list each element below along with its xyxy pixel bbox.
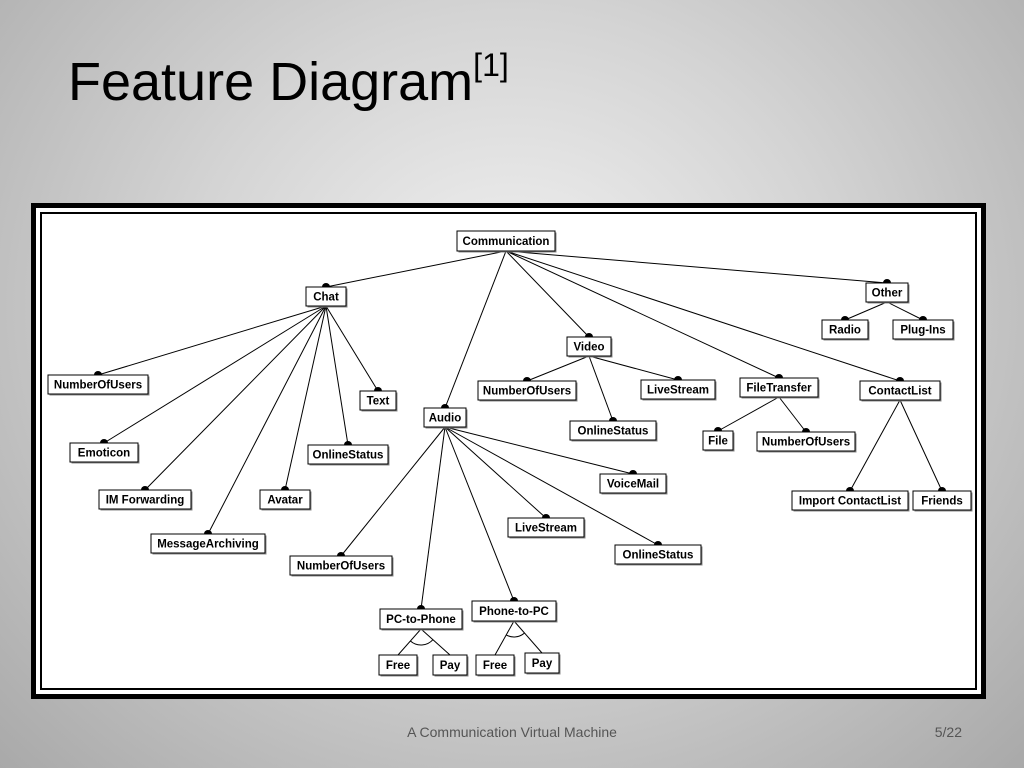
feature-label: PC-to-Phone [386, 614, 456, 626]
feature-node-filetransfer-numberofusers: NumberOfUsers [756, 431, 857, 453]
feature-label: LiveStream [647, 385, 709, 397]
feature-node-phone-to-pc-pay: Pay [524, 652, 561, 675]
slide-title: Feature Diagram[1] [68, 47, 509, 115]
feature-node-pc-to-phone: PC-to-Phone [379, 608, 464, 631]
feature-label: Free [386, 660, 410, 672]
page-number: 5/22 [934, 724, 962, 740]
alternative-group-arc-phone-to-pc [505, 632, 525, 638]
edge-audio-to-pc-to-phone [417, 426, 446, 613]
feature-label: OnlineStatus [623, 550, 694, 562]
feature-label: Audio [429, 413, 462, 425]
feature-node-audio-onlinestatus: OnlineStatus [614, 544, 703, 566]
feature-label: Video [573, 342, 604, 354]
slide-footer: A Communication Virtual Machine [407, 724, 617, 740]
edge-audio-to-audio-livestream [444, 426, 550, 522]
feature-node-video-onlinestatus: OnlineStatus [569, 420, 658, 442]
feature-label: Emoticon [78, 448, 130, 460]
node-layer: CommunicationChatNumberOfUsersEmoticonIM… [47, 230, 973, 677]
feature-label: Pay [440, 660, 461, 672]
feature-label: Plug-Ins [900, 325, 945, 337]
edge-chat-to-text [325, 305, 382, 395]
feature-node-im-forwarding: IM Forwarding [98, 489, 193, 511]
feature-label: NumberOfUsers [762, 437, 850, 449]
feature-node-video: Video [566, 336, 613, 358]
feature-node-friends: Friends [912, 490, 973, 512]
feature-node-phone-to-pc: Phone-to-PC [471, 600, 558, 623]
feature-label: Pay [532, 658, 553, 670]
feature-label: VoiceMail [607, 479, 659, 491]
edge-phone-to-pc-to-phone-to-pc-pay [513, 620, 543, 654]
feature-node-radio: Radio [821, 319, 870, 341]
title-text: Feature Diagram [68, 52, 474, 112]
feature-node-messagearchiving: MessageArchiving [150, 533, 267, 555]
feature-diagram: CommunicationChatNumberOfUsersEmoticonIM… [47, 230, 973, 677]
edge-layer [94, 250, 946, 656]
feature-node-audio: Audio [423, 407, 468, 429]
alternative-group-arc-pc-to-phone [410, 639, 434, 646]
edge-communication-to-video [505, 250, 593, 341]
feature-node-chat: Chat [305, 286, 348, 308]
feature-node-chat-onlinestatus: OnlineStatus [307, 444, 390, 466]
feature-node-text: Text [359, 390, 398, 412]
feature-node-plug-ins: Plug-Ins [892, 319, 955, 341]
feature-node-pc-to-phone-pay: Pay [432, 654, 469, 677]
edge-filetransfer-to-filetransfer-numberofusers [778, 396, 810, 436]
edge-chat-to-avatar [281, 305, 327, 494]
edge-chat-to-chat-numberofusers [94, 305, 327, 379]
feature-label: Text [367, 396, 390, 408]
feature-node-chat-numberofusers: NumberOfUsers [47, 374, 150, 396]
feature-label: OnlineStatus [313, 450, 384, 462]
feature-node-import-contactlist: Import ContactList [791, 490, 910, 512]
feature-label: ContactList [868, 386, 931, 398]
feature-label: LiveStream [515, 523, 577, 535]
feature-node-audio-livestream: LiveStream [507, 517, 586, 539]
feature-node-contactlist: ContactList [859, 380, 942, 402]
feature-node-video-livestream: LiveStream [640, 379, 717, 401]
feature-label: Import ContactList [799, 496, 901, 508]
feature-label: Avatar [267, 495, 303, 507]
feature-label: IM Forwarding [106, 495, 185, 507]
edge-phone-to-pc-to-phone-to-pc-free [494, 620, 515, 656]
feature-node-other: Other [865, 282, 910, 304]
feature-label: Communication [463, 236, 550, 248]
feature-node-file: File [702, 430, 735, 452]
feature-label: Other [872, 288, 903, 300]
feature-label: NumberOfUsers [297, 561, 385, 573]
edge-contactlist-to-friends [899, 399, 946, 495]
feature-label: Free [483, 660, 507, 672]
edge-communication-to-chat [322, 250, 507, 291]
feature-label: MessageArchiving [157, 539, 259, 551]
group-arc-layer [410, 632, 525, 646]
title-reference: [1] [473, 47, 509, 83]
feature-label: OnlineStatus [578, 426, 649, 438]
edge-video-to-video-onlinestatus [588, 355, 617, 425]
feature-node-emoticon: Emoticon [69, 442, 140, 464]
feature-label: Chat [313, 292, 339, 304]
feature-node-phone-to-pc-free: Free [475, 654, 516, 677]
feature-label: Phone-to-PC [479, 606, 549, 618]
edge-pc-to-phone-to-pc-to-phone-pay [420, 628, 451, 656]
edge-audio-to-phone-to-pc [444, 426, 518, 605]
feature-label: NumberOfUsers [483, 386, 571, 398]
feature-node-communication: Communication [456, 230, 557, 253]
edge-filetransfer-to-file [714, 396, 780, 435]
feature-node-voicemail: VoiceMail [599, 473, 668, 495]
edge-pc-to-phone-to-pc-to-phone-free [397, 628, 422, 656]
feature-node-audio-numberofusers: NumberOfUsers [289, 555, 394, 577]
feature-label: Friends [921, 496, 963, 508]
feature-node-pc-to-phone-free: Free [378, 654, 419, 677]
feature-node-filetransfer: FileTransfer [739, 377, 820, 399]
feature-label: Radio [829, 325, 861, 337]
feature-node-avatar: Avatar [259, 489, 312, 511]
feature-label: NumberOfUsers [54, 380, 142, 392]
feature-node-video-numberofusers: NumberOfUsers [477, 380, 578, 402]
feature-label: File [708, 436, 728, 448]
feature-label: FileTransfer [746, 383, 812, 395]
edge-communication-to-other [505, 250, 891, 287]
